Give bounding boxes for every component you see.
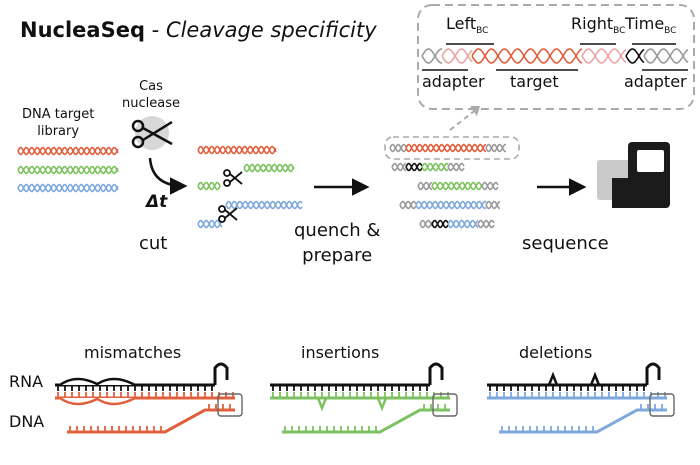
dna-helix (581, 48, 627, 64)
dna-helix (17, 165, 119, 175)
scissors-icon (131, 119, 173, 149)
dna-helix (625, 48, 645, 64)
dna-helix (421, 48, 442, 64)
strand (487, 392, 667, 400)
dna-helix (405, 162, 423, 172)
dna-helix (471, 48, 583, 64)
step-sequence: sequence (522, 233, 609, 254)
dna-helix (481, 181, 499, 191)
dna-helix (417, 181, 433, 191)
panels (55, 362, 675, 434)
left-bc-label: LeftBC (446, 14, 489, 37)
dna-helix (197, 219, 223, 229)
panel-insertions-title: insertions (301, 343, 380, 362)
dna-helix (17, 146, 119, 156)
prepared-library (389, 143, 507, 229)
dna-helix (243, 163, 295, 173)
target-label: target (510, 72, 559, 91)
step-cut: cut (139, 233, 168, 254)
figure-title: NucleaSeq - Cleavage specificity (20, 18, 377, 42)
dna-helix (477, 219, 495, 229)
inset-helix (421, 48, 689, 64)
dna-helix (643, 48, 689, 64)
highlight-box (384, 136, 520, 160)
dna-helix (485, 143, 507, 153)
dna-helix (405, 143, 487, 153)
dna-helix (447, 162, 465, 172)
dna-helix (419, 219, 433, 229)
delta-t-label: Δt (146, 192, 168, 212)
panel-deletions-title: deletions (519, 343, 593, 362)
adapter-left-label: adapter (422, 72, 485, 91)
dna-helix (431, 181, 483, 191)
dna-helix (389, 143, 407, 153)
enzyme-label: Cas nuclease (122, 79, 180, 111)
panel-mismatches-title: mismatches (84, 343, 182, 362)
step-quench: quench & prepare (294, 220, 381, 266)
strand (55, 383, 215, 391)
strand (487, 383, 647, 391)
small-scissors-icon (218, 169, 243, 223)
dna-helix (399, 200, 417, 210)
right-bc-label: RightBC (571, 14, 626, 37)
dna-helix (17, 183, 119, 193)
strand (270, 383, 430, 391)
dna-helix (421, 162, 449, 172)
adapter-right-label: adapter (624, 72, 687, 91)
dna-lower-strand (67, 404, 235, 434)
dna-lower-strand (499, 404, 667, 434)
dna-helix (197, 145, 277, 155)
dna-helix (441, 48, 473, 64)
dna-helix (225, 200, 303, 210)
dna-label: DNA (9, 412, 45, 431)
dna-helix (391, 162, 407, 172)
dna-lower-strand (282, 404, 450, 434)
strand (55, 392, 235, 400)
inset-box (417, 4, 695, 110)
dna-helix (415, 200, 487, 210)
inset-pointer-arrow (449, 107, 479, 131)
time-bc-label: TimeBC (625, 14, 677, 37)
dna-helix (431, 219, 449, 229)
library-label: DNA target library (22, 107, 95, 139)
dna-helix (485, 200, 501, 210)
dna-helix (447, 219, 479, 229)
sequencer-icon (597, 142, 670, 208)
curved-arrow (148, 157, 188, 195)
strand (270, 392, 450, 400)
dna-library (17, 146, 119, 193)
cut-products (197, 145, 303, 229)
rna-label: RNA (9, 372, 44, 391)
dna-helix (197, 181, 221, 191)
